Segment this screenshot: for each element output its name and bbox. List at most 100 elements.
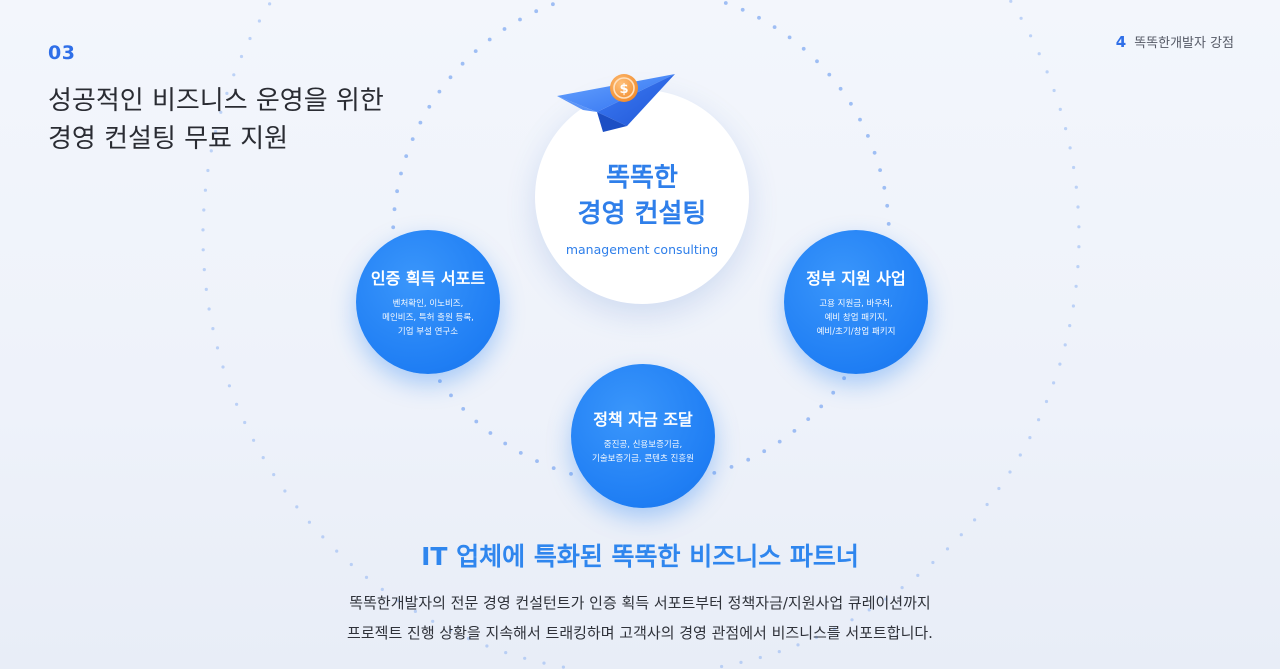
orbit-dot xyxy=(1044,399,1049,404)
policy-fund-line: 중진공, 신용보증기금, xyxy=(603,440,683,450)
orbit-dot xyxy=(395,189,399,194)
orbit-dot xyxy=(886,222,891,226)
page-indicator: 4 똑똑한개발자 강점 xyxy=(1115,32,1234,52)
orbit-dot xyxy=(866,134,870,138)
partner-description: 똑똑한개발자의 전문 경영 컨설턴트가 인증 획득 서포트부터 정책자금/지원사… xyxy=(0,588,1280,648)
orbit-dot xyxy=(884,597,888,601)
cert-support-line: 벤처확인, 이노비즈, xyxy=(392,299,464,309)
orbit-dot xyxy=(474,419,479,424)
orbit-dot xyxy=(1071,304,1075,308)
orbit-dot xyxy=(321,535,325,539)
policy-fund-circle: 정책 자금 조달 중진공, 신용보증기금, 기술보증기금, 콘텐츠 진흥원 xyxy=(571,364,715,508)
orbit-dot xyxy=(232,73,236,77)
orbit-dot xyxy=(740,7,745,12)
orbit-dot xyxy=(392,207,397,212)
orbit-dot xyxy=(239,54,244,59)
gov-support-title: 정부 지원 사업 xyxy=(806,269,906,288)
orbit-dot xyxy=(201,248,205,252)
gov-support-line: 예비 창업 패키지, xyxy=(824,313,888,323)
orbit-dot xyxy=(221,365,225,369)
orbit-dot xyxy=(551,466,556,470)
orbit-dot xyxy=(729,465,734,469)
orbit-dot xyxy=(427,104,432,109)
gov-support-line: 고용 지원금, 바우처, xyxy=(819,299,893,309)
cert-support-line: 메인비즈, 특허 출원 등록, xyxy=(382,313,474,323)
orbit-dot xyxy=(397,599,401,603)
orbit-dot xyxy=(307,520,311,524)
orbit-dot xyxy=(518,451,523,455)
orbit-dot xyxy=(720,664,724,669)
orbit-dot xyxy=(1068,146,1072,150)
orbit-dot xyxy=(404,154,409,159)
svg-text:$: $ xyxy=(619,82,628,97)
orbit-dot xyxy=(959,533,963,537)
orbit-dot xyxy=(473,49,478,53)
orbit-dot xyxy=(1045,70,1049,74)
orbit-dot xyxy=(204,287,208,291)
gov-support-line: 예비/초기/창업 패키지 xyxy=(816,327,896,337)
orbit-dot xyxy=(1018,453,1022,457)
orbit-dot xyxy=(413,609,417,614)
orbit-dot xyxy=(723,1,728,5)
orbit-dot xyxy=(1058,107,1062,111)
orbit-dot xyxy=(1077,225,1081,229)
orbit-dot xyxy=(410,137,415,142)
orbit-dot xyxy=(295,505,299,509)
orbit-dot xyxy=(391,225,396,230)
orbit-dot xyxy=(535,459,539,463)
orbit-dot xyxy=(1074,284,1078,288)
orbit-dot xyxy=(551,2,555,7)
orbit-dot xyxy=(203,188,207,192)
orbit-dot xyxy=(335,549,339,553)
section-brand-label: 똑똑한개발자 강점 xyxy=(1134,36,1234,51)
orbit-dot xyxy=(349,562,353,567)
orbit-dot xyxy=(806,417,811,421)
paper-plane-coin-icon: $ xyxy=(557,74,675,132)
orbit-dot xyxy=(1008,470,1012,474)
orbit-dot xyxy=(431,619,435,623)
orbit-dot xyxy=(201,228,205,232)
orbit-dot xyxy=(448,75,453,80)
orbit-dot xyxy=(1019,16,1023,20)
center-title-line-1: 똑똑한 xyxy=(606,162,678,193)
orbit-dot xyxy=(248,36,252,41)
orbit-dot xyxy=(758,655,762,660)
orbit-dot xyxy=(202,268,206,272)
orbit-dot xyxy=(814,635,819,640)
orbit-dot xyxy=(466,637,471,641)
orbit-dot xyxy=(801,46,806,51)
orbit-dot xyxy=(867,608,871,612)
orbit-dot xyxy=(757,15,761,20)
cert-support-circle: 인증 획득 서포트 벤처확인, 이노비즈, 메인비즈, 특허 출원 등록, 기업… xyxy=(356,230,500,374)
orbit-dot xyxy=(569,472,573,476)
orbit-dot xyxy=(872,150,877,155)
headline-line-1: 성공적인 비즈니스 운영을 위한 xyxy=(48,86,384,116)
orbit-dot xyxy=(502,27,507,31)
orbit-dot xyxy=(997,486,1001,491)
page-number: 4 xyxy=(1115,32,1127,51)
center-title: 똑똑한 경영 컨설팅 xyxy=(578,160,707,232)
orbit-dot xyxy=(219,110,223,114)
orbit-dot xyxy=(819,404,824,409)
orbit-dot xyxy=(257,19,261,23)
orbit-dot xyxy=(882,185,887,190)
orbit-dot xyxy=(487,37,492,42)
headline-line-2: 경영 컨설팅 무료 지원 xyxy=(48,124,289,154)
orbit-dot xyxy=(542,661,546,665)
orbit-dot xyxy=(523,656,527,660)
orbit-dot xyxy=(561,665,566,669)
orbit-dot xyxy=(1063,343,1067,347)
orbit-dot xyxy=(815,59,819,64)
orbit-dot xyxy=(900,586,904,590)
orbit-dot xyxy=(209,149,213,153)
orbit-dot xyxy=(1009,0,1013,3)
orbit-dot xyxy=(1029,34,1033,38)
orbit-dot xyxy=(448,628,452,632)
orbit-dot xyxy=(449,393,453,398)
orbit-dot xyxy=(268,2,272,6)
orbit-dot xyxy=(460,61,465,66)
section-number: 03 xyxy=(48,42,76,64)
orbit-dot xyxy=(849,101,853,106)
orbit-dot xyxy=(1052,381,1056,385)
center-consulting-circle: 똑똑한 경영 컨설팅 management consulting xyxy=(535,90,749,304)
